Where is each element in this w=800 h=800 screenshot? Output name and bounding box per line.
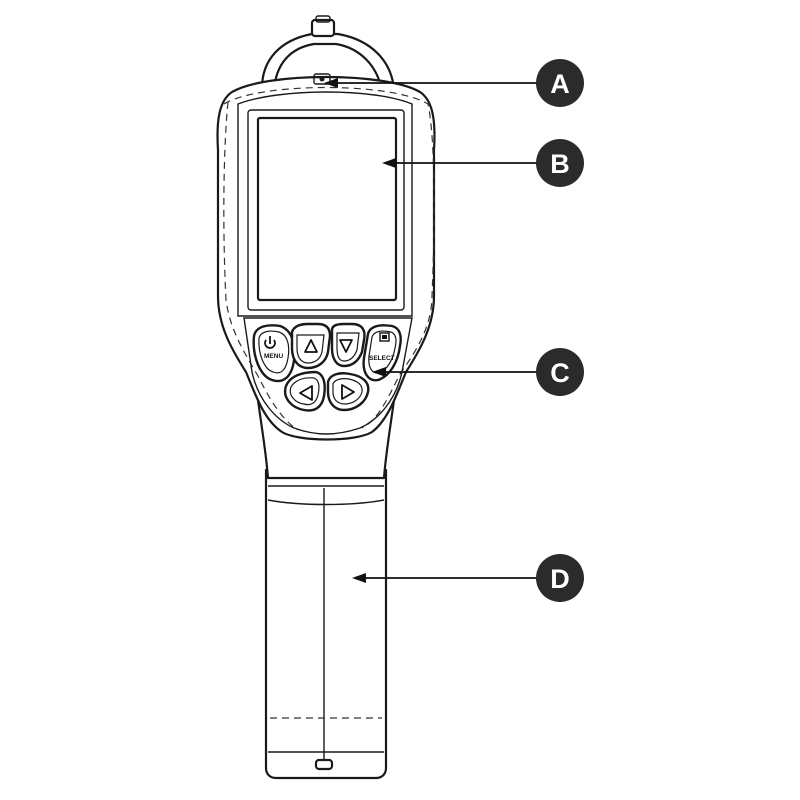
left-key[interactable] [283,370,326,412]
left-arrow-icon [299,385,313,401]
callout-c-letter: C [550,358,570,388]
callout-b-letter: B [550,149,570,179]
handle-grip [264,468,388,780]
menu-key-label: MENU [264,353,283,360]
select-key[interactable]: SELECT [362,324,402,382]
callout-c: C [536,348,584,396]
display-screen [256,116,398,302]
callout-d-letter: D [550,564,570,594]
up-arrow-icon [304,339,318,353]
right-key[interactable] [326,372,370,412]
down-key[interactable] [330,322,366,368]
leader-lines [324,78,538,583]
keypad: MENU SELECT [243,317,413,435]
down-arrow-icon [339,339,353,353]
callout-b: B [536,139,584,187]
right-arrow-icon [341,384,355,400]
callout-a: A [536,59,584,107]
sensor-lens [313,73,331,85]
callout-a-letter: A [550,69,570,99]
callout-d: D [536,554,584,602]
image-mode-icon [379,332,390,342]
select-key-label: SELECT [369,355,395,362]
power-icon [264,336,276,349]
up-key[interactable] [290,322,332,370]
